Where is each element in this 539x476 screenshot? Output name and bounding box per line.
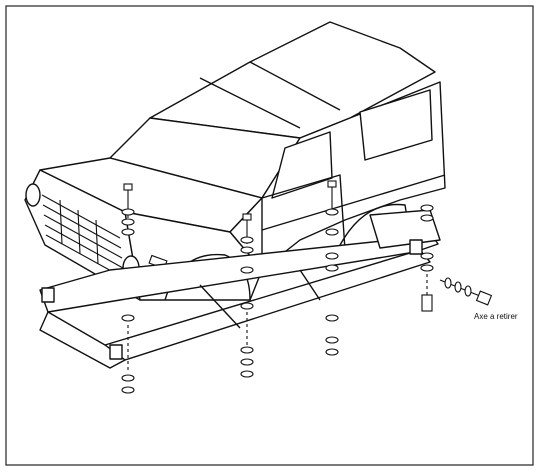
removed-axle-pin [439, 277, 493, 306]
chassis-frame [39, 209, 441, 369]
mount-stack-center [325, 180, 339, 356]
front-crossmember [39, 311, 126, 369]
mount-stacks [121, 180, 493, 394]
frame-bracket-left [41, 287, 55, 303]
mount-stack-rear [420, 204, 434, 312]
mount-stack-front-right [240, 213, 254, 378]
axle-remove-callout: Axe a retirer [474, 312, 518, 321]
roof-seam-rear [249, 61, 341, 111]
frame-bracket-rear [409, 239, 423, 255]
grille [41, 194, 125, 279]
mount-stack-front-left [121, 183, 135, 394]
roof-seam [199, 77, 301, 129]
blank-label-box [417, 396, 523, 456]
side-crease [261, 174, 446, 231]
vehicle-body [24, 21, 446, 301]
rear-wheel-arch [339, 203, 411, 246]
frame-brace-2 [299, 269, 321, 301]
frame-rail-front [39, 231, 439, 313]
rear-quarter-window [359, 89, 433, 161]
left-headlight [25, 183, 41, 207]
frame-bracket-front [109, 344, 123, 360]
frame-brace [199, 284, 241, 329]
